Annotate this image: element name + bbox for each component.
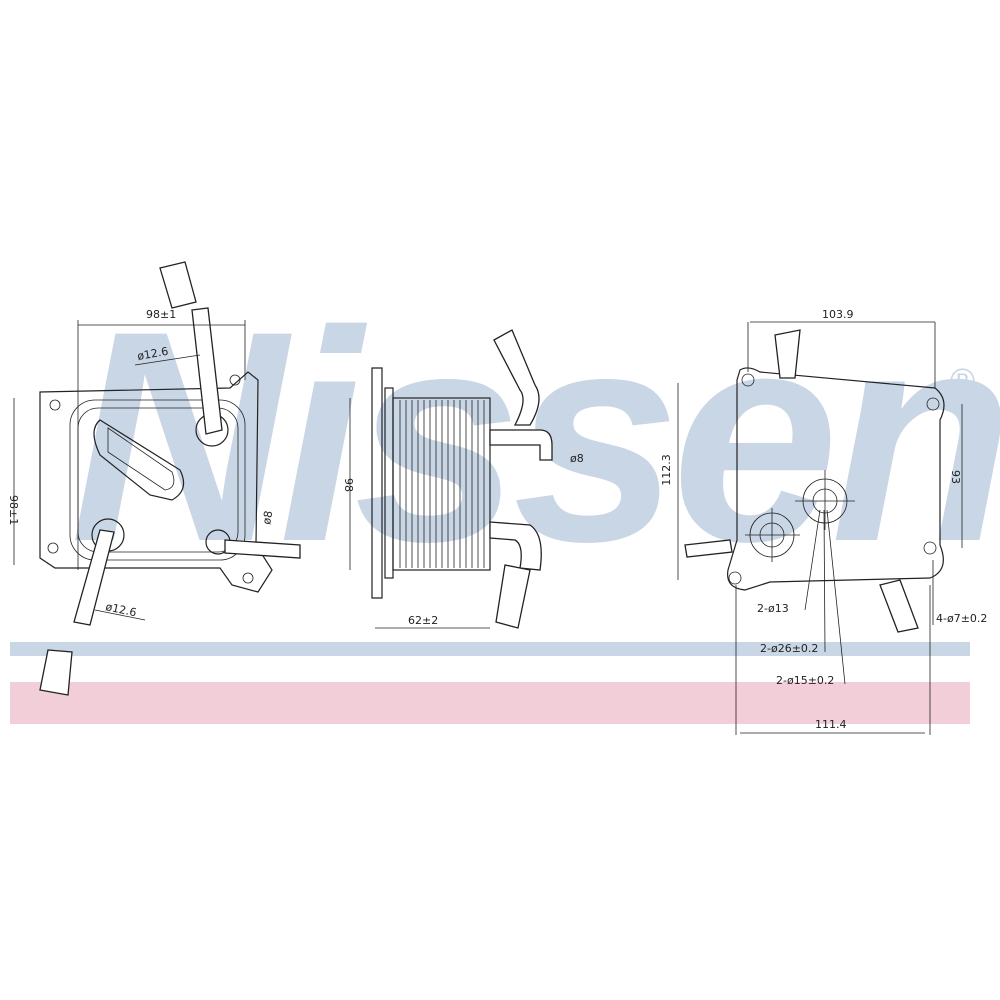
dim-hole-c: 2-ø15±0.2: [776, 674, 834, 687]
dim-mount-holes: 4-ø7±0.2: [936, 612, 987, 625]
dim-rear-width-top: 103.9: [822, 308, 854, 321]
dim-rear-height-right: 93: [949, 470, 962, 484]
dim-side-pipe: ø8: [570, 452, 584, 465]
dim-side-depth: 62±2: [408, 614, 438, 627]
dim-hole-a: 2-ø13: [757, 602, 789, 615]
dim-front-pipe-right: ø8: [260, 510, 275, 526]
dim-hole-b: 2-ø26±0.2: [760, 642, 818, 655]
pink-stripe: [10, 682, 970, 724]
dim-front-pipe-top: ø12.6: [136, 345, 169, 363]
blue-stripe: [10, 642, 970, 656]
dim-side-height: 98: [342, 478, 355, 492]
dim-rear-width-bottom: 111.4: [815, 718, 847, 731]
side-view: 98 62±2 ø8: [342, 329, 584, 629]
front-view: 98±1 ø12.6 98±1 ø8 ø12.6: [7, 261, 301, 696]
dim-rear-height-left: 112.3: [660, 454, 673, 486]
dim-front-width: 98±1: [146, 308, 176, 321]
rear-view: 103.9 112.3 93 2-ø13 2-ø26±0.2 2-ø15±0.2…: [660, 308, 987, 735]
registered-mark: ®: [950, 362, 975, 400]
dim-front-pipe-bottom: ø12.6: [104, 600, 137, 619]
dim-front-height: 98±1: [7, 495, 20, 525]
